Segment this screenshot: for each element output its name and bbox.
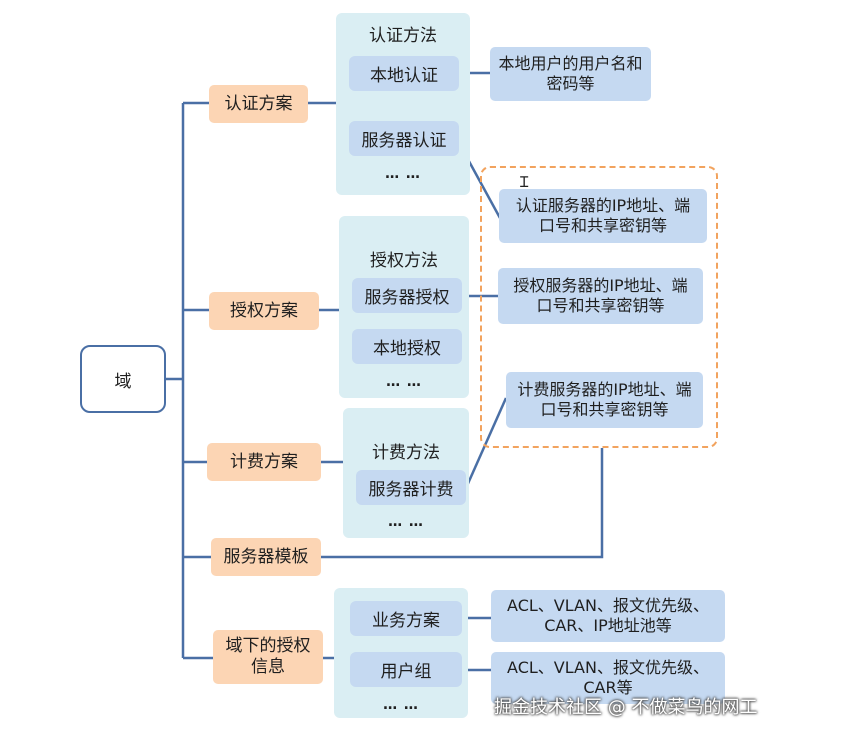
panel-accounting-title: 计费方法 bbox=[372, 443, 440, 463]
panel-authentication-methods bbox=[336, 13, 470, 195]
method-local-authorization-label: 本地授权 bbox=[373, 339, 441, 359]
info-service-scheme-attrs-text: ACL、VLAN、报文优先级、CAR、IP地址池等 bbox=[507, 596, 709, 635]
method-server-accounting: 服务器计费 bbox=[356, 470, 466, 505]
info-auth-server-params-text: 认证服务器的IP地址、端口号和共享密钥等 bbox=[515, 196, 691, 235]
info-authz-server-params: 授权服务器的IP地址、端口号和共享密钥等 bbox=[498, 268, 703, 324]
item-service-scheme: 业务方案 bbox=[350, 601, 462, 636]
scheme-domain-authorization-info: 域下的授权信息 bbox=[213, 630, 323, 684]
method-server-authorization: 服务器授权 bbox=[352, 278, 462, 313]
info-auth-server-params: 认证服务器的IP地址、端口号和共享密钥等 bbox=[499, 189, 707, 243]
item-service-scheme-label: 业务方案 bbox=[372, 611, 440, 631]
method-server-authentication-label: 服务器认证 bbox=[361, 131, 447, 151]
scheme-authorization: 授权方案 bbox=[209, 292, 319, 330]
scheme-server-template-label: 服务器模板 bbox=[223, 546, 309, 567]
info-service-scheme-attrs: ACL、VLAN、报文优先级、CAR、IP地址池等 bbox=[491, 590, 725, 642]
info-acct-server-params: 计费服务器的IP地址、端口号和共享密钥等 bbox=[506, 372, 703, 428]
scheme-authentication-label: 认证方案 bbox=[224, 93, 293, 114]
info-local-user-credentials: 本地用户的用户名和密码等 bbox=[490, 47, 651, 101]
method-server-authorization-label: 服务器授权 bbox=[364, 288, 450, 308]
text-cursor-icon: Ɪ bbox=[520, 173, 529, 191]
method-local-authentication: 本地认证 bbox=[349, 56, 459, 91]
root-label: 域 bbox=[114, 371, 132, 392]
method-server-accounting-label: 服务器计费 bbox=[368, 480, 454, 500]
info-authz-server-params-text: 授权服务器的IP地址、端口号和共享密钥等 bbox=[513, 276, 688, 315]
root-node-domain: 域 bbox=[80, 345, 166, 413]
server-template-group bbox=[480, 166, 718, 448]
info-acct-server-params-text: 计费服务器的IP地址、端口号和共享密钥等 bbox=[517, 380, 692, 419]
item-user-group: 用户组 bbox=[350, 652, 462, 687]
method-local-authentication-label: 本地认证 bbox=[370, 66, 438, 86]
item-user-group-label: 用户组 bbox=[380, 662, 432, 682]
scheme-accounting: 计费方案 bbox=[207, 443, 321, 481]
info-local-user-credentials-text: 本地用户的用户名和密码等 bbox=[498, 54, 643, 93]
info-user-group-attrs-text: ACL、VLAN、报文优先级、CAR等 bbox=[507, 658, 709, 697]
panel-domain-authorization-more: … … bbox=[383, 697, 419, 713]
panel-authorization-more: … … bbox=[386, 374, 422, 390]
scheme-authorization-label: 授权方案 bbox=[230, 300, 298, 321]
scheme-accounting-label: 计费方案 bbox=[230, 451, 298, 472]
info-user-group-attrs: ACL、VLAN、报文优先级、CAR等 bbox=[491, 652, 725, 704]
panel-authentication-more: … … bbox=[385, 166, 421, 182]
method-server-authentication: 服务器认证 bbox=[349, 121, 459, 156]
scheme-authentication: 认证方案 bbox=[209, 85, 308, 123]
panel-authentication-title: 认证方法 bbox=[369, 26, 437, 46]
watermark: 掘金技术社区 @ 不做菜鸟的网工 bbox=[494, 697, 758, 718]
scheme-server-template: 服务器模板 bbox=[211, 538, 321, 576]
panel-accounting-more: … … bbox=[388, 514, 424, 530]
panel-authorization-title: 授权方法 bbox=[370, 251, 438, 271]
scheme-domain-authorization-info-label: 域下的授权信息 bbox=[225, 636, 311, 677]
method-local-authorization: 本地授权 bbox=[352, 329, 462, 364]
